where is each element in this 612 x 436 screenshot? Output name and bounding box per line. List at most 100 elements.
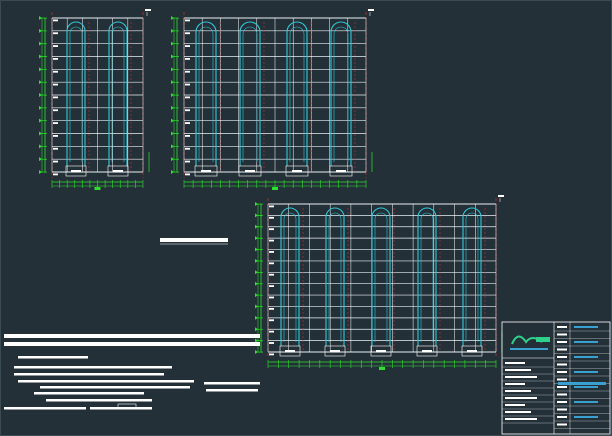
level-marker [171,157,174,162]
title-block-row-text [505,411,531,413]
elevation-drawing-small [39,9,151,190]
floor-label-mark [185,147,190,150]
title-block-grid-value [574,401,598,403]
dimension-text-mark [272,187,278,190]
title-block-grid-value [574,341,598,343]
level-marker [171,67,174,72]
level-marker [39,105,42,110]
stair-base-box [107,165,129,177]
stair-base-box [416,345,438,357]
stair-shaft-outline [286,21,308,166]
stair-base-box [65,165,87,177]
stair-base-label [71,170,81,173]
floor-label-mark [185,45,190,47]
level-marker [171,41,174,46]
floor-label-mark [185,109,190,112]
title-block-grid-value [574,371,598,373]
dimension-text-mark [94,187,101,190]
stair-base-label [113,170,123,173]
floor-label-mark [53,45,58,47]
level-marker [39,93,42,97]
note-text-line [40,386,190,389]
note-header-bar [4,334,260,338]
floor-label-mark [269,273,274,276]
level-marker [255,236,258,241]
level-marker [171,118,174,123]
level-marker [39,131,42,136]
level-marker [171,170,174,174]
elevation-drawing-medium [171,9,374,190]
level-marker [39,118,42,123]
level-marker [255,304,258,309]
floor-label-mark [185,58,190,60]
company-logo-mark [536,337,550,342]
stair-base-label [285,350,295,353]
stair-base-label [201,170,211,173]
floor-label-mark [53,160,58,163]
stair-base-box [370,345,392,357]
floor-label-mark [269,330,274,333]
floor-label-mark [53,70,58,73]
level-marker [255,350,258,354]
stair-shaft-outline [108,21,128,166]
floor-label-mark [269,296,274,299]
level-marker [255,224,258,229]
floor-label-mark [269,251,274,253]
elevation-title [160,238,228,245]
floor-label-mark [185,96,190,99]
stair-shaft-inner [420,212,434,342]
title-block-grid-text [557,348,567,351]
floor-label-mark [185,19,190,22]
floor-label-mark [269,353,274,356]
note-header-bar [4,342,260,346]
level-marker [39,54,42,59]
floor-label-mark [185,83,190,86]
level-marker [255,213,258,218]
stair-shaft-inner [465,212,479,342]
stair-shaft-outline [325,207,345,346]
level-marker [171,80,174,85]
floor-label-mark [269,228,274,231]
title-block-row-text [505,397,537,399]
floor-label-mark [53,135,58,137]
floor-label-mark [53,122,58,124]
level-marker [255,258,258,263]
stair-base-label [467,350,477,353]
level-marker [255,338,258,343]
title-block-grid-value [574,326,598,328]
level-marker [171,28,174,33]
floor-label-mark [185,135,190,137]
title-block-grid-text [557,423,567,426]
level-marker [171,105,174,110]
title-block-grid-text [557,333,567,336]
floor-label-mark [269,307,274,310]
stair-base-box [329,165,353,177]
stair-shaft-inner [374,212,388,342]
stair-shaft-outline [239,21,261,166]
stair-base-label [422,350,432,353]
title-block-row-text [505,376,537,378]
stair-shaft-inner [111,26,125,162]
title-block-grid-text [557,386,567,388]
level-marker [39,67,42,72]
floor-label-mark [269,342,274,344]
level-marker [171,144,174,149]
elevation-title-text [160,238,228,242]
drawing-name-bar [558,382,606,385]
stair-shaft-outline [330,21,352,166]
top-marker-label [498,195,504,197]
note-text-line [46,399,152,402]
stair-shaft-inner [289,26,305,162]
level-marker [255,327,258,332]
level-marker [39,170,42,174]
title-block-row-text [505,390,531,392]
floor-label-mark [53,83,58,86]
title-block-grid-text [557,356,567,358]
note-text-line [14,366,172,369]
floor-label-mark [53,96,58,99]
title-block-grid-text [557,378,567,381]
stair-base-label [245,170,255,173]
stair-shaft-outline [371,207,391,346]
